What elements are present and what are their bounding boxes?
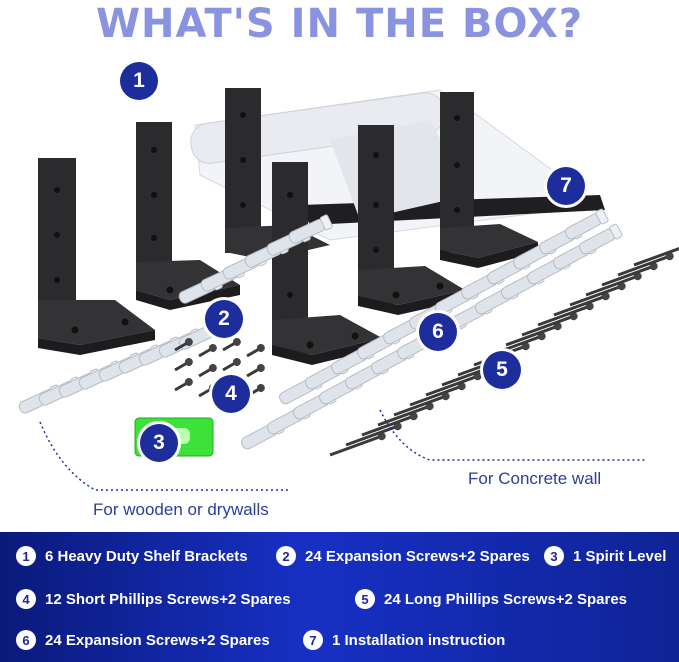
wood-caption: For wooden or drywalls	[93, 500, 269, 519]
phillips-screw	[553, 292, 610, 317]
phillips-screw	[633, 244, 679, 267]
legend-number: 2	[276, 546, 296, 566]
legend-item-4: 4 12 Short Phillips Screws+2 Spares	[16, 589, 291, 609]
badge-7: 7	[547, 167, 585, 205]
phillips-screw	[409, 382, 466, 407]
legend-item-5: 5 24 Long Phillips Screws+2 Spares	[355, 589, 627, 609]
legend-number: 5	[355, 589, 375, 609]
legend-text: 24 Expansion Screws+2 Spares	[305, 547, 530, 565]
phillips-screw	[361, 412, 418, 437]
phillips-screw	[601, 262, 658, 287]
badge-2: 2	[205, 300, 243, 338]
legend-item-6: 6 24 Expansion Screws+2 Spares	[16, 630, 270, 650]
legend-number: 4	[16, 589, 36, 609]
concrete-caption: For Concrete wall	[468, 469, 602, 488]
phillips-screw	[393, 392, 450, 417]
phillips-screw	[377, 402, 434, 427]
expansion-anchor	[565, 208, 609, 240]
legend-text: 24 Long Phillips Screws+2 Spares	[384, 590, 628, 608]
legend-item-1: 1 6 Heavy Duty Shelf Brackets	[16, 546, 248, 566]
legend-item-2: 2 24 Expansion Screws+2 Spares	[276, 546, 530, 566]
contents-legend: 1 6 Heavy Duty Shelf Brackets 2 24 Expan…	[0, 532, 679, 662]
bracket	[358, 125, 465, 315]
bracket	[38, 158, 155, 355]
badge-4: 4	[212, 375, 250, 413]
phillips-screw	[569, 282, 626, 307]
badge-6: 6	[419, 313, 457, 351]
phillips-screw	[585, 272, 642, 297]
legend-text: 1 Installation instruction	[332, 631, 506, 649]
contents-illustration	[18, 88, 679, 491]
phillips-screw	[345, 422, 402, 447]
legend-number: 1	[16, 546, 36, 566]
phillips-screw	[174, 358, 193, 372]
phillips-screw	[329, 432, 386, 457]
legend-number: 7	[303, 630, 323, 650]
legend-item-7: 7 1 Installation instruction	[303, 630, 505, 650]
bracket	[225, 88, 330, 260]
legend-text: 12 Short Phillips Screws+2 Spares	[45, 590, 291, 608]
legend-item-3: 3 1 Spirit Level	[544, 546, 666, 566]
bracket	[272, 162, 382, 365]
bracket	[440, 92, 538, 268]
legend-text: 6 Heavy Duty Shelf Brackets	[45, 547, 248, 565]
phillips-screw	[222, 358, 241, 372]
legend-text: 24 Expansion Screws+2 Spares	[45, 631, 270, 649]
phillips-screw	[246, 364, 265, 378]
phillips-screw	[521, 312, 578, 337]
concrete-leader-line	[379, 409, 645, 461]
page-title: WHAT'S IN THE BOX?	[95, 1, 584, 47]
phillips-screw	[198, 344, 217, 358]
badge-1: 1	[120, 62, 158, 100]
phillips-screw	[222, 338, 241, 352]
phillips-screw	[617, 252, 674, 277]
legend-number: 6	[16, 630, 36, 650]
phillips-screw	[425, 372, 482, 397]
phillips-screw	[537, 302, 594, 327]
legend-number: 3	[544, 546, 564, 566]
concrete-expansion-screws	[241, 208, 623, 450]
badge-5: 5	[483, 351, 521, 389]
shelf-brackets	[38, 88, 538, 365]
phillips-screw	[174, 338, 193, 352]
badge-3: 3	[140, 424, 178, 462]
phillips-screw	[505, 322, 562, 347]
expansion-anchor	[579, 223, 623, 255]
phillips-screw	[198, 364, 217, 378]
phillips-screw	[246, 344, 265, 358]
expansion-anchor	[288, 214, 333, 244]
legend-text: 1 Spirit Level	[573, 547, 667, 565]
wood-leader-line	[39, 421, 290, 491]
phillips-screw	[174, 378, 193, 392]
